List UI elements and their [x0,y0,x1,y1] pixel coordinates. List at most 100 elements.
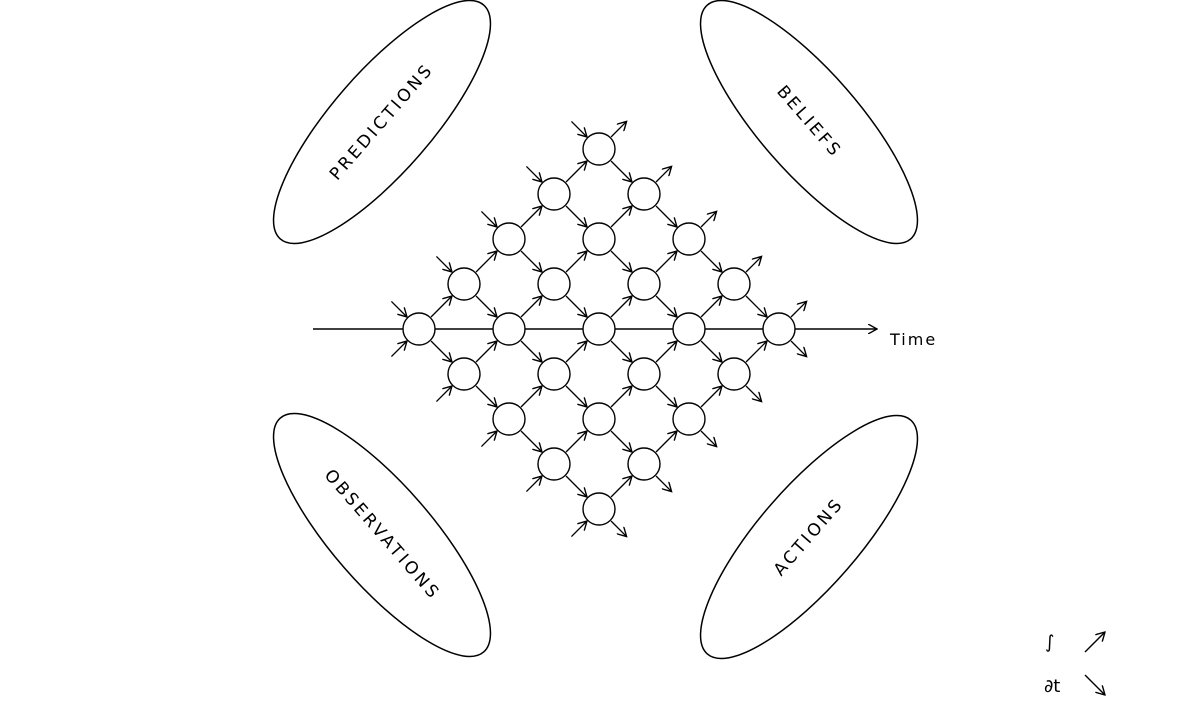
actions-label: ACTIONS [770,494,848,580]
outgoing-ascending-arrow [790,301,807,318]
outgoing-descending-arrow [700,430,717,447]
lattice-node [672,402,706,436]
descending-arrow [700,340,722,362]
ascending-arrow [520,386,542,408]
outgoing-ascending-arrow [655,166,672,183]
lattice-node [672,312,706,346]
lattice-node [627,177,661,211]
lattice-node [537,267,571,301]
lattice-node [672,222,706,256]
descending-arrow [655,295,677,317]
lattice-node [447,267,481,301]
actions-ellipse: ACTIONS [699,414,919,660]
lattice-node [537,447,571,481]
observations-label: OBSERVATIONS [320,466,444,605]
ascending-arrow [520,206,542,228]
lattice-node [717,357,751,391]
lattice-node [492,312,526,346]
observations-ellipse: OBSERVATIONS [272,412,492,658]
outgoing-descending-arrow [655,475,672,492]
descending-arrow [520,250,542,272]
predictions-label: PREDICTIONS [326,60,438,185]
lattice-node [627,357,661,391]
ascending-arrow [610,476,632,498]
lattice-node [582,492,616,526]
incoming-ascending-arrow [525,476,542,493]
node-lattice [390,120,807,538]
incoming-descending-arrow [525,165,542,182]
outgoing-ascending-arrow [745,256,762,273]
descending-arrow [655,205,677,227]
descending-arrow [745,295,767,317]
ascending-arrow [610,206,632,228]
lattice-node [492,402,526,436]
derivative-arrow-icon [1084,674,1105,695]
descending-arrow [475,295,497,317]
ascending-arrow [745,341,767,363]
lattice-node [492,222,526,256]
lattice-node [537,177,571,211]
ascending-arrow [655,431,677,453]
descending-arrow [520,430,542,452]
lattice-node [537,357,571,391]
beliefs-label: BELIEFS [772,82,845,162]
outgoing-ascending-arrow [610,121,627,138]
descending-arrow [610,250,632,272]
outgoing-descending-arrow [790,340,807,357]
outgoing-ascending-arrow [700,211,717,228]
lattice-node [627,447,661,481]
ascending-arrow [700,386,722,408]
incoming-descending-arrow [480,210,497,227]
lattice-node [582,402,616,436]
ascending-arrow [610,296,632,318]
descending-arrow [655,385,677,407]
ascending-arrow [520,296,542,318]
ascending-arrow [565,341,587,363]
ascending-arrow [700,296,722,318]
outgoing-descending-arrow [610,520,627,537]
predictions-ellipse: PREDICTIONS [272,0,492,245]
descending-arrow [610,430,632,452]
ascending-arrow [565,431,587,453]
ascending-arrow [610,386,632,408]
descending-arrow [475,385,497,407]
lattice-node [627,267,661,301]
time-axis-label: Time [889,330,937,349]
descending-arrow [700,250,722,272]
lattice-node [582,222,616,256]
beliefs-ellipse: BELIEFS [699,0,919,245]
lattice-node [717,267,751,301]
descending-arrow [565,475,587,497]
ascending-arrow [475,251,497,273]
lattice-node [447,357,481,391]
descending-arrow [565,385,587,407]
incoming-descending-arrow [435,255,452,272]
incoming-descending-arrow [570,120,587,137]
incoming-ascending-arrow [390,341,407,358]
integral-symbol: ∫ [1045,632,1054,653]
ascending-arrow [655,341,677,363]
ascending-arrow [655,251,677,273]
incoming-ascending-arrow [570,521,587,538]
descending-arrow [565,205,587,227]
lattice-node [582,312,616,346]
derivative-symbol: ∂t [1044,676,1060,697]
lattice-node [402,312,436,346]
ascending-arrow [430,296,452,318]
descending-arrow [520,340,542,362]
incoming-ascending-arrow [435,386,452,403]
descending-arrow [430,340,452,362]
incoming-ascending-arrow [480,431,497,448]
descending-arrow [610,340,632,362]
lattice-node [762,312,796,346]
lattice-node [582,132,616,166]
integral-arrow-icon [1084,632,1105,653]
descending-arrow [565,295,587,317]
legend: ∫ ∂t [1044,632,1105,697]
descending-arrow [610,160,632,182]
outgoing-descending-arrow [745,385,762,402]
ascending-arrow [475,341,497,363]
ascending-arrow [565,251,587,273]
ascending-arrow [565,161,587,183]
